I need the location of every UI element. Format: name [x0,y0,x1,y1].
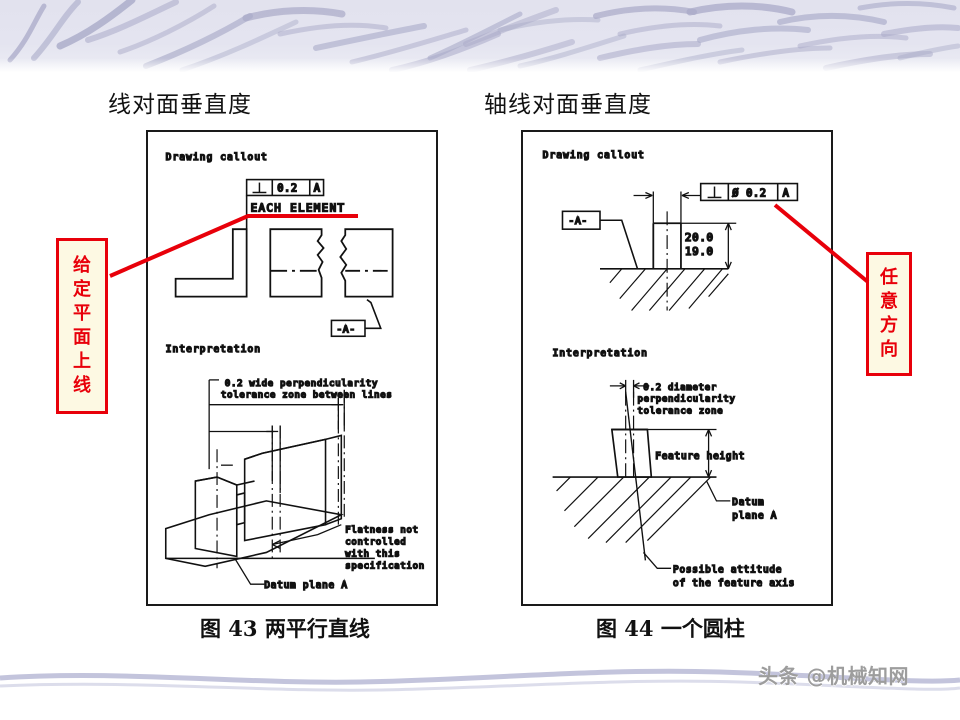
annotation-flatness-4: specification [345,561,425,571]
datum-plane-leader-right [706,480,731,502]
annotation-zone-right-3: tolerance zone [638,407,724,417]
tolerance-value-right: 0.2 [746,187,766,199]
annotation-zone-right-1: 0.2 diameter [643,383,717,393]
datum-flag-right: -A- [561,210,639,270]
callout-right-char-1: 意 [880,291,898,313]
diameter-symbol-right: Ø [732,187,739,199]
isometric-part-left [164,434,375,568]
callout-box-right: 任 意 方 向 [866,252,912,376]
callout-left-char-5: 线 [73,374,91,396]
label-drawing-callout: Drawing callout [166,152,268,163]
callout-left-char-3: 面 [73,327,91,348]
perpendicularity-symbol-left [252,182,267,194]
dimension-lower-right: 19.0 [685,245,714,258]
label-interpretation-right: Interpretation [553,348,648,359]
boss-width-dimension [633,191,701,224]
section-hatching-right [609,268,729,311]
phantom-lines-left [216,389,345,569]
tolerance-value-left: 0.2 [277,182,297,194]
bottom-band-art [0,668,960,720]
callout-box-left: 给 定 平 面 上 线 [56,238,108,414]
each-element-note: EACH ELEMENT [251,201,346,214]
annotation-datum-plane-left: Datum plane A [264,580,347,591]
callout-right-char-2: 方 [880,315,898,336]
bottom-decorative-band [0,660,960,720]
watermark: 头条 @机械知网 [758,664,909,688]
callout-right-char-3: 向 [880,338,898,360]
feature-height-dimension-right [647,428,717,478]
datum-flag-label-left: -A- [336,324,355,335]
annotation-datum-right-2: plane A [732,511,777,522]
dimension-upper-right: 20.0 [685,231,714,244]
label-interpretation-left: Interpretation [166,344,261,355]
callout-left-char-1: 定 [73,279,91,301]
tolerance-zone-lines-right [625,391,635,478]
annotation-attitude-2: of the feature axis [673,578,795,589]
section-hatching-right-2 [556,476,711,543]
figure-caption-left: 图 43 两平行直线 [200,616,370,641]
figure-caption-right: 图 44 一个圆柱 [596,616,745,641]
annotation-attitude-1: Possible attitude [673,564,782,575]
annotation-flatness-2: controlled [345,537,406,547]
annotation-zone-right-2: perpendicularity [638,395,736,405]
annotation-zone-line1: 0.2 wide perpendicularity [225,379,378,389]
figure-left-drawing: Drawing callout 0.2 A EACH ELEMENT [164,151,425,592]
callout-left-char-2: 平 [73,303,91,325]
datum-plane-leader-left [234,558,265,585]
perpendicularity-symbol-right [707,186,722,199]
flatness-note-leader [271,524,342,550]
feature-control-frame-right: Ø 0.2 A [699,182,799,202]
top-decorative-band [0,0,960,72]
broken-view-middle [269,228,325,298]
annotation-flatness-1: Flatness not [345,526,419,536]
height-dimension-right [680,222,737,270]
annotation-feature-height: Feature height [655,451,745,462]
broken-view-right [339,228,394,298]
annotation-datum-right-1: Datum [732,497,764,508]
figure-panel-left: Drawing callout 0.2 A EACH ELEMENT [146,130,438,606]
datum-flag-label-right: -A- [568,216,587,227]
feature-axis-leader-right [642,552,672,569]
top-band-fade [0,58,960,72]
annotation-flatness-3: with this [345,549,400,559]
label-drawing-callout-right: Drawing callout [543,150,645,161]
datum-letter-right: A [783,187,790,199]
l-bracket-view [174,228,248,298]
callout-left-char-0: 给 [73,255,91,277]
figure-panel-right: Drawing callout Ø 0.2 A [521,130,833,606]
feature-axis-line-right [624,391,647,561]
page-title-right: 轴线对面垂直度 [484,92,652,118]
callout-right-char-0: 任 [880,267,898,289]
datum-letter-left: A [314,182,321,194]
page-title-left: 线对面垂直度 [108,92,252,118]
annotation-zone-line2: tolerance zone between lines [221,391,393,401]
datum-flag-left: -A- [330,298,382,338]
callout-left-char-4: 上 [73,350,91,372]
figure-right-drawing: Drawing callout Ø 0.2 A [542,149,799,590]
